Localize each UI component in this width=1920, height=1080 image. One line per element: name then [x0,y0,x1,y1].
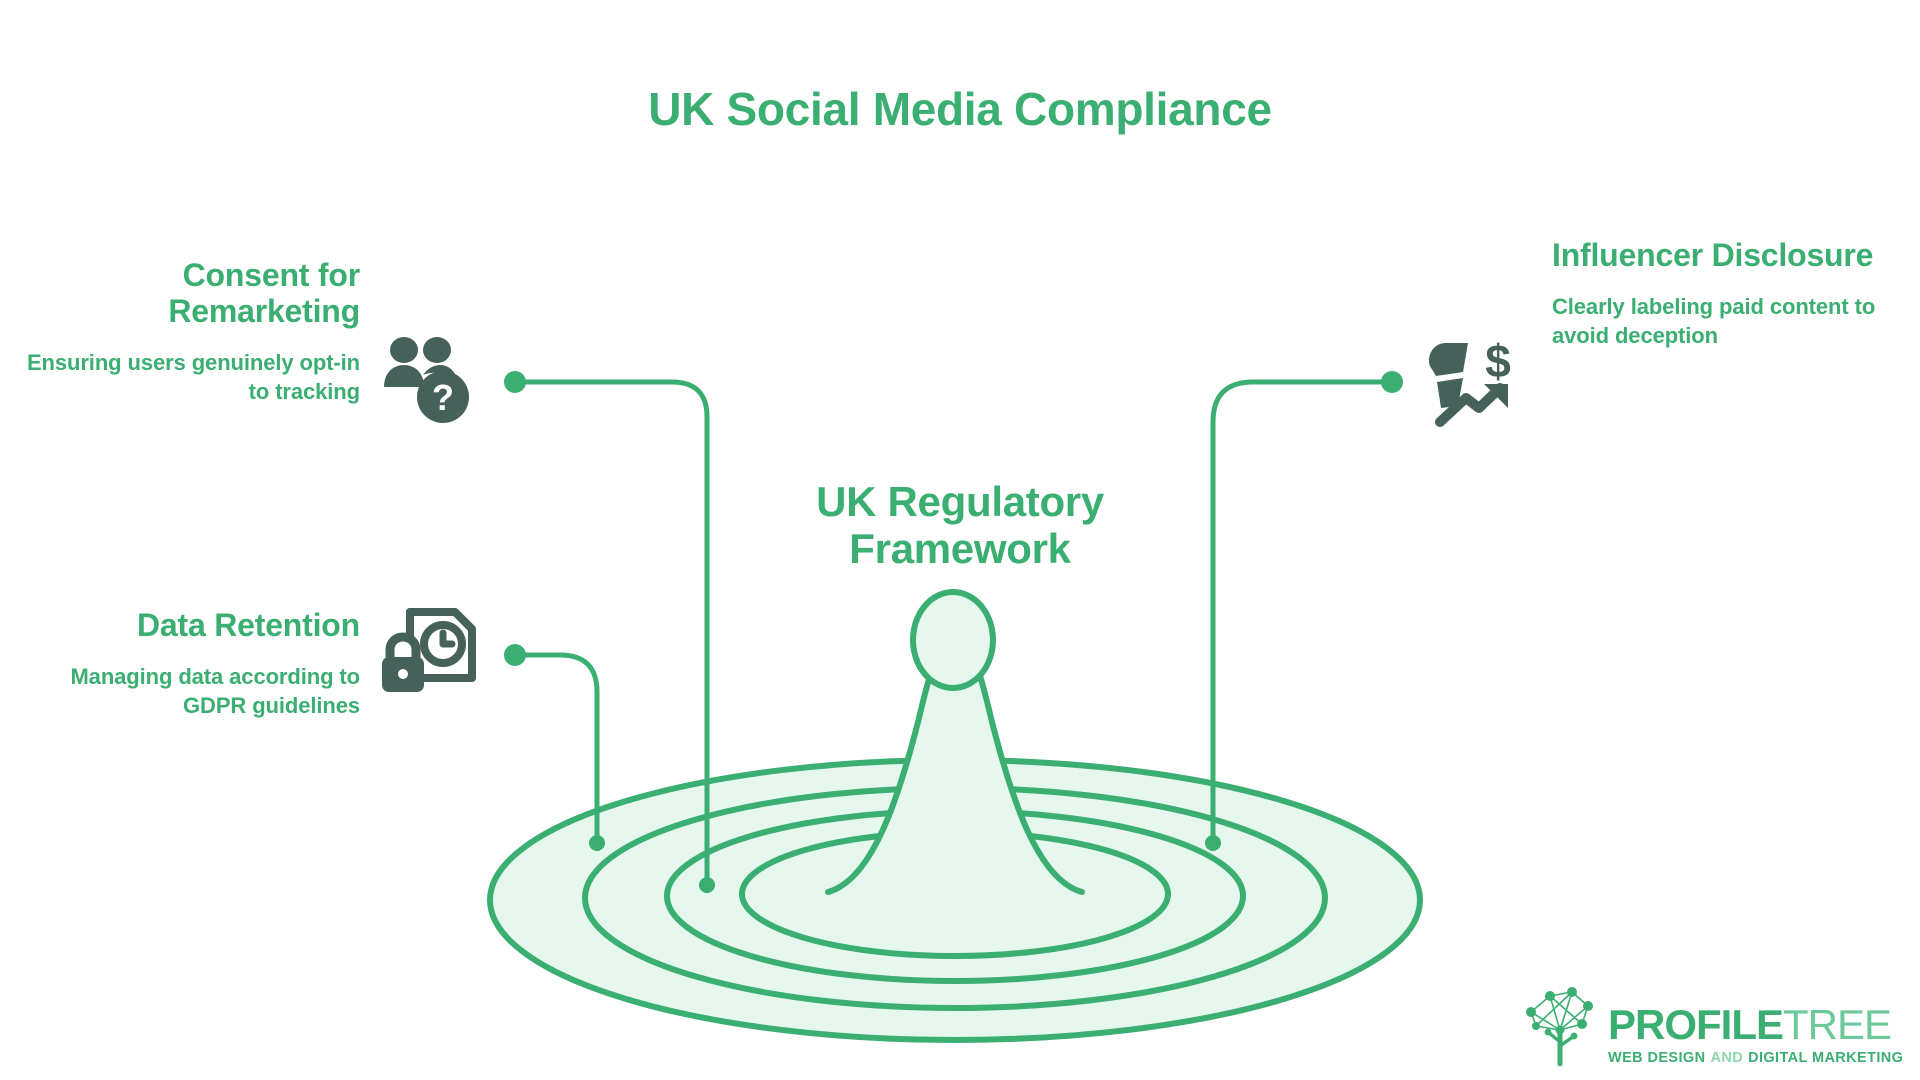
growth-arrow-line [1435,383,1505,427]
connector-start-dot [1381,371,1403,393]
connector-end-dot [589,835,605,851]
droplet-shape [910,589,996,691]
person-head-left [390,337,418,363]
person-body-left [384,365,424,387]
logo-word-profile: PROFILE [1608,1001,1784,1048]
logo-tagline-part-1: WEB DESIGN [1608,1050,1706,1066]
connector-line [512,379,710,888]
question-badge [417,371,469,423]
logo-wordmark: PROFILE TREE WEB DESIGN AND DIGITAL MARK… [1608,1004,1903,1067]
center-label-line-1: UK Regulatory [816,478,1104,525]
page-title: UK Social Media Compliance [648,83,1272,135]
node-description: Clearly labeling paid content to avoid d… [1552,293,1876,348]
megaphone-dollar-growth-icon: $ [1428,335,1511,427]
logo-word-tree: TREE [1783,1001,1892,1048]
logo-word: PROFILE TREE [1608,1004,1903,1046]
lock-keyhole [398,669,408,679]
node-influencer-disclosure[interactable]: Influencer Disclosure Clearly labeling p… [1552,237,1892,350]
node-title: Data Retention [137,607,360,643]
lock-shackle [385,632,421,658]
node-data-retention[interactable]: Data Retention Managing data according t… [20,607,360,720]
node-description: Ensuring users genuinely opt-in to track… [26,349,360,404]
megaphone-top [1428,343,1468,376]
question-mark-glyph: ? [432,377,454,418]
logo-tagline: WEB DESIGN AND DIGITAL MARKETING [1608,1050,1903,1066]
center-label: UK Regulatory Framework [710,478,1210,572]
connector-end-dot [1205,835,1221,851]
splash-fill [828,640,1082,892]
users-question-mark-icon: ? [384,337,469,423]
logo-tagline-part-3: DIGITAL MARKETING [1748,1050,1904,1066]
connector-end-dot [699,877,715,893]
network-tree-icon [1526,987,1593,1066]
droplet-icon [910,589,996,691]
tree-nodes [1526,987,1593,1040]
dollar-sign-glyph: $ [1485,335,1511,387]
connector-start-dot [504,371,526,393]
connector-influencer-disclosure [1205,371,1403,851]
logo-tagline-part-2: AND [1710,1050,1744,1066]
connector-line [1210,379,1395,846]
connector-data-retention [504,644,605,851]
ripple-pool [487,757,1423,1043]
node-consent-for-remarketing[interactable]: Consent for Remarketing Ensuring users g… [20,257,360,406]
center-label-line-2: Framework [849,525,1071,573]
node-description: Managing data according to GDPR guidelin… [70,663,360,718]
document-outline [406,608,476,682]
person-head-right [423,337,451,363]
node-title: Influencer Disclosure [1552,237,1874,273]
document-clock-lock-icon [382,608,476,692]
growth-arrow-head [1484,384,1508,408]
connector-consent-for-remarketing [504,371,715,893]
connector-start-dot [504,644,526,666]
profiletree-logo[interactable]: PROFILE TREE WEB DESIGN AND DIGITAL MARK… [1520,980,1903,1066]
clock-face [420,621,466,667]
clock-hands [439,629,456,648]
connector-line [512,652,600,846]
node-title: Consent for Remarketing [168,257,360,329]
